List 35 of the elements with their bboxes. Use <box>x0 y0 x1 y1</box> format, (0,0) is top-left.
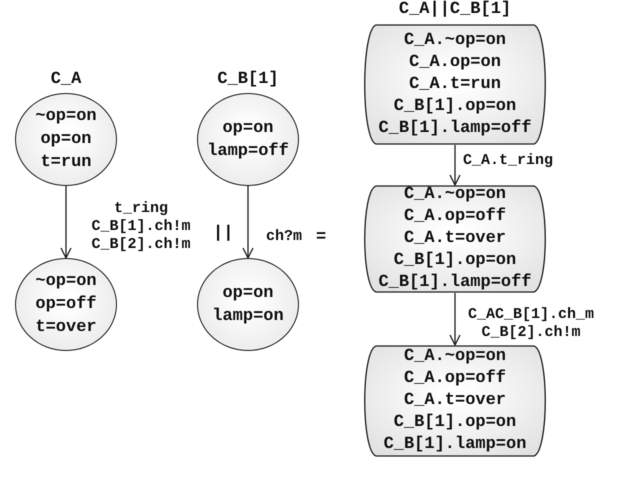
arrow <box>60 186 72 259</box>
state-variable: C_A.t=over <box>404 228 506 250</box>
state-variable: op=on <box>40 129 92 151</box>
arrow <box>242 186 254 259</box>
state-variable: t=over <box>35 317 97 339</box>
state-title: C_B[1] <box>217 70 279 90</box>
arrow <box>449 145 461 186</box>
state-variable: C_B[1].op=on <box>394 96 516 118</box>
state-title: C_A||C_B[1] <box>398 0 512 20</box>
state-variable: C_A.~op=on <box>404 346 506 368</box>
state-variable: ~op=on <box>35 106 97 128</box>
state-variable: C_B[1].op=on <box>394 250 516 272</box>
state-variable: C_B[1].lamp=on <box>384 434 526 456</box>
state-variable: C_B[1].lamp=off <box>378 272 532 294</box>
state-variable: C_A.~op=on <box>404 30 506 52</box>
state-variable: C_A.op=on <box>409 52 501 74</box>
edge-label: C_AC_B[1].ch_m C_B[2].ch!m <box>466 306 596 342</box>
state-variable: op=on <box>222 118 274 140</box>
state-title: C_A <box>50 70 82 90</box>
state-variable: t=run <box>40 152 92 174</box>
state-variable: lamp=off <box>207 140 289 162</box>
state-variable: C_A.t=over <box>404 390 506 412</box>
operator-label: = <box>316 228 326 248</box>
state-variable: C_A.t=run <box>409 74 501 96</box>
arrow <box>449 293 461 346</box>
state-variable: C_A.op=off <box>404 206 506 228</box>
operator-label: || <box>213 224 234 244</box>
state-variable: C_A.op=off <box>404 368 506 390</box>
state-variable: C_B[1].lamp=off <box>378 118 532 140</box>
state-variable: op=on <box>222 282 274 304</box>
state-variable: C_B[1].op=on <box>394 412 516 434</box>
state-variable: ~op=on <box>35 271 97 293</box>
state-variable: C_A.~op=on <box>404 184 506 206</box>
state-variable: lamp=on <box>212 306 284 328</box>
state-variable: op=off <box>35 294 97 316</box>
